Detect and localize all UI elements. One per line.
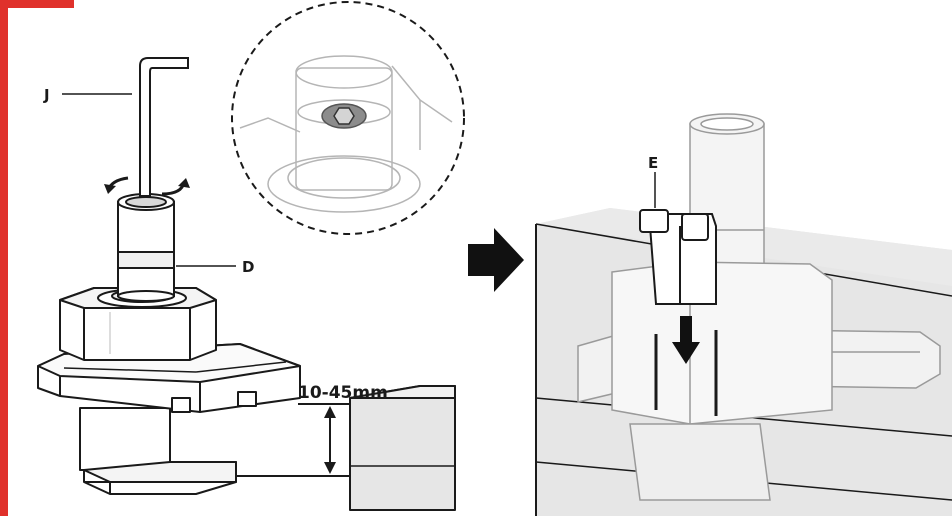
dimension-indicator: 10-45mm — [236, 383, 388, 477]
clip-e — [639, 209, 718, 416]
desk-left — [349, 385, 456, 511]
clamp-base — [37, 287, 301, 495]
callout-e-label: E — [648, 154, 658, 172]
arrow-down-icon — [672, 316, 700, 364]
callout-d-label: D — [242, 258, 254, 276]
callout-j-label: J — [43, 86, 50, 104]
arrow-right-icon — [468, 228, 524, 292]
hex-socket — [321, 103, 367, 129]
dimension-label: 10-45mm — [298, 383, 388, 403]
detail-magnifier — [231, 1, 465, 235]
accent-frame — [0, 0, 74, 516]
rotate-arrows-icon — [104, 176, 190, 196]
post-d — [117, 193, 175, 302]
callout-d: D — [176, 258, 254, 276]
left-panel: J D 10-45mm — [37, 1, 465, 511]
callout-j: J — [43, 86, 132, 104]
allen-key-j — [139, 57, 189, 197]
callout-e: E — [648, 154, 658, 208]
right-panel: E — [535, 113, 952, 516]
